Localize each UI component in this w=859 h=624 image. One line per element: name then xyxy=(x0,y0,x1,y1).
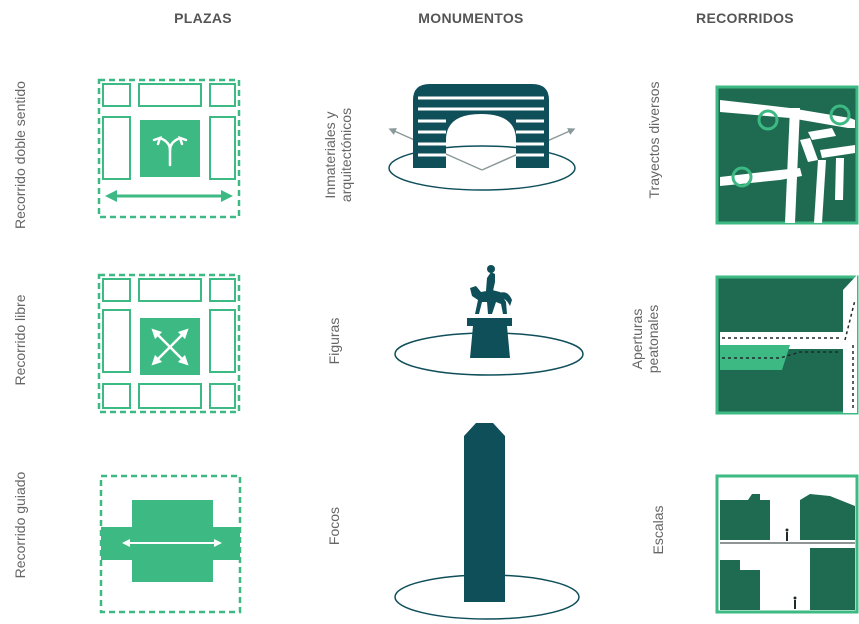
four-way-arrow-icon xyxy=(151,328,189,366)
plaza-libre-diagram xyxy=(97,273,241,414)
plaza-doble-sentido-diagram xyxy=(97,78,241,219)
map-trayectos-icon xyxy=(715,85,859,225)
equestrian-statue-icon xyxy=(394,265,584,376)
header-plazas: PLAZAS xyxy=(174,10,232,26)
person-icon xyxy=(794,600,796,609)
split-arrow-icon xyxy=(152,136,188,167)
header-recorridos: RECORRIDOS xyxy=(696,10,794,26)
person-icon xyxy=(786,532,788,541)
map-escalas-icon xyxy=(715,474,859,614)
header-monumentos: MONUMENTOS xyxy=(418,10,524,26)
obelisk-icon xyxy=(394,423,580,620)
map-aperturas-icon xyxy=(715,275,859,415)
arch-monument-icon xyxy=(388,84,576,191)
plaza-guiado-diagram xyxy=(99,474,242,614)
